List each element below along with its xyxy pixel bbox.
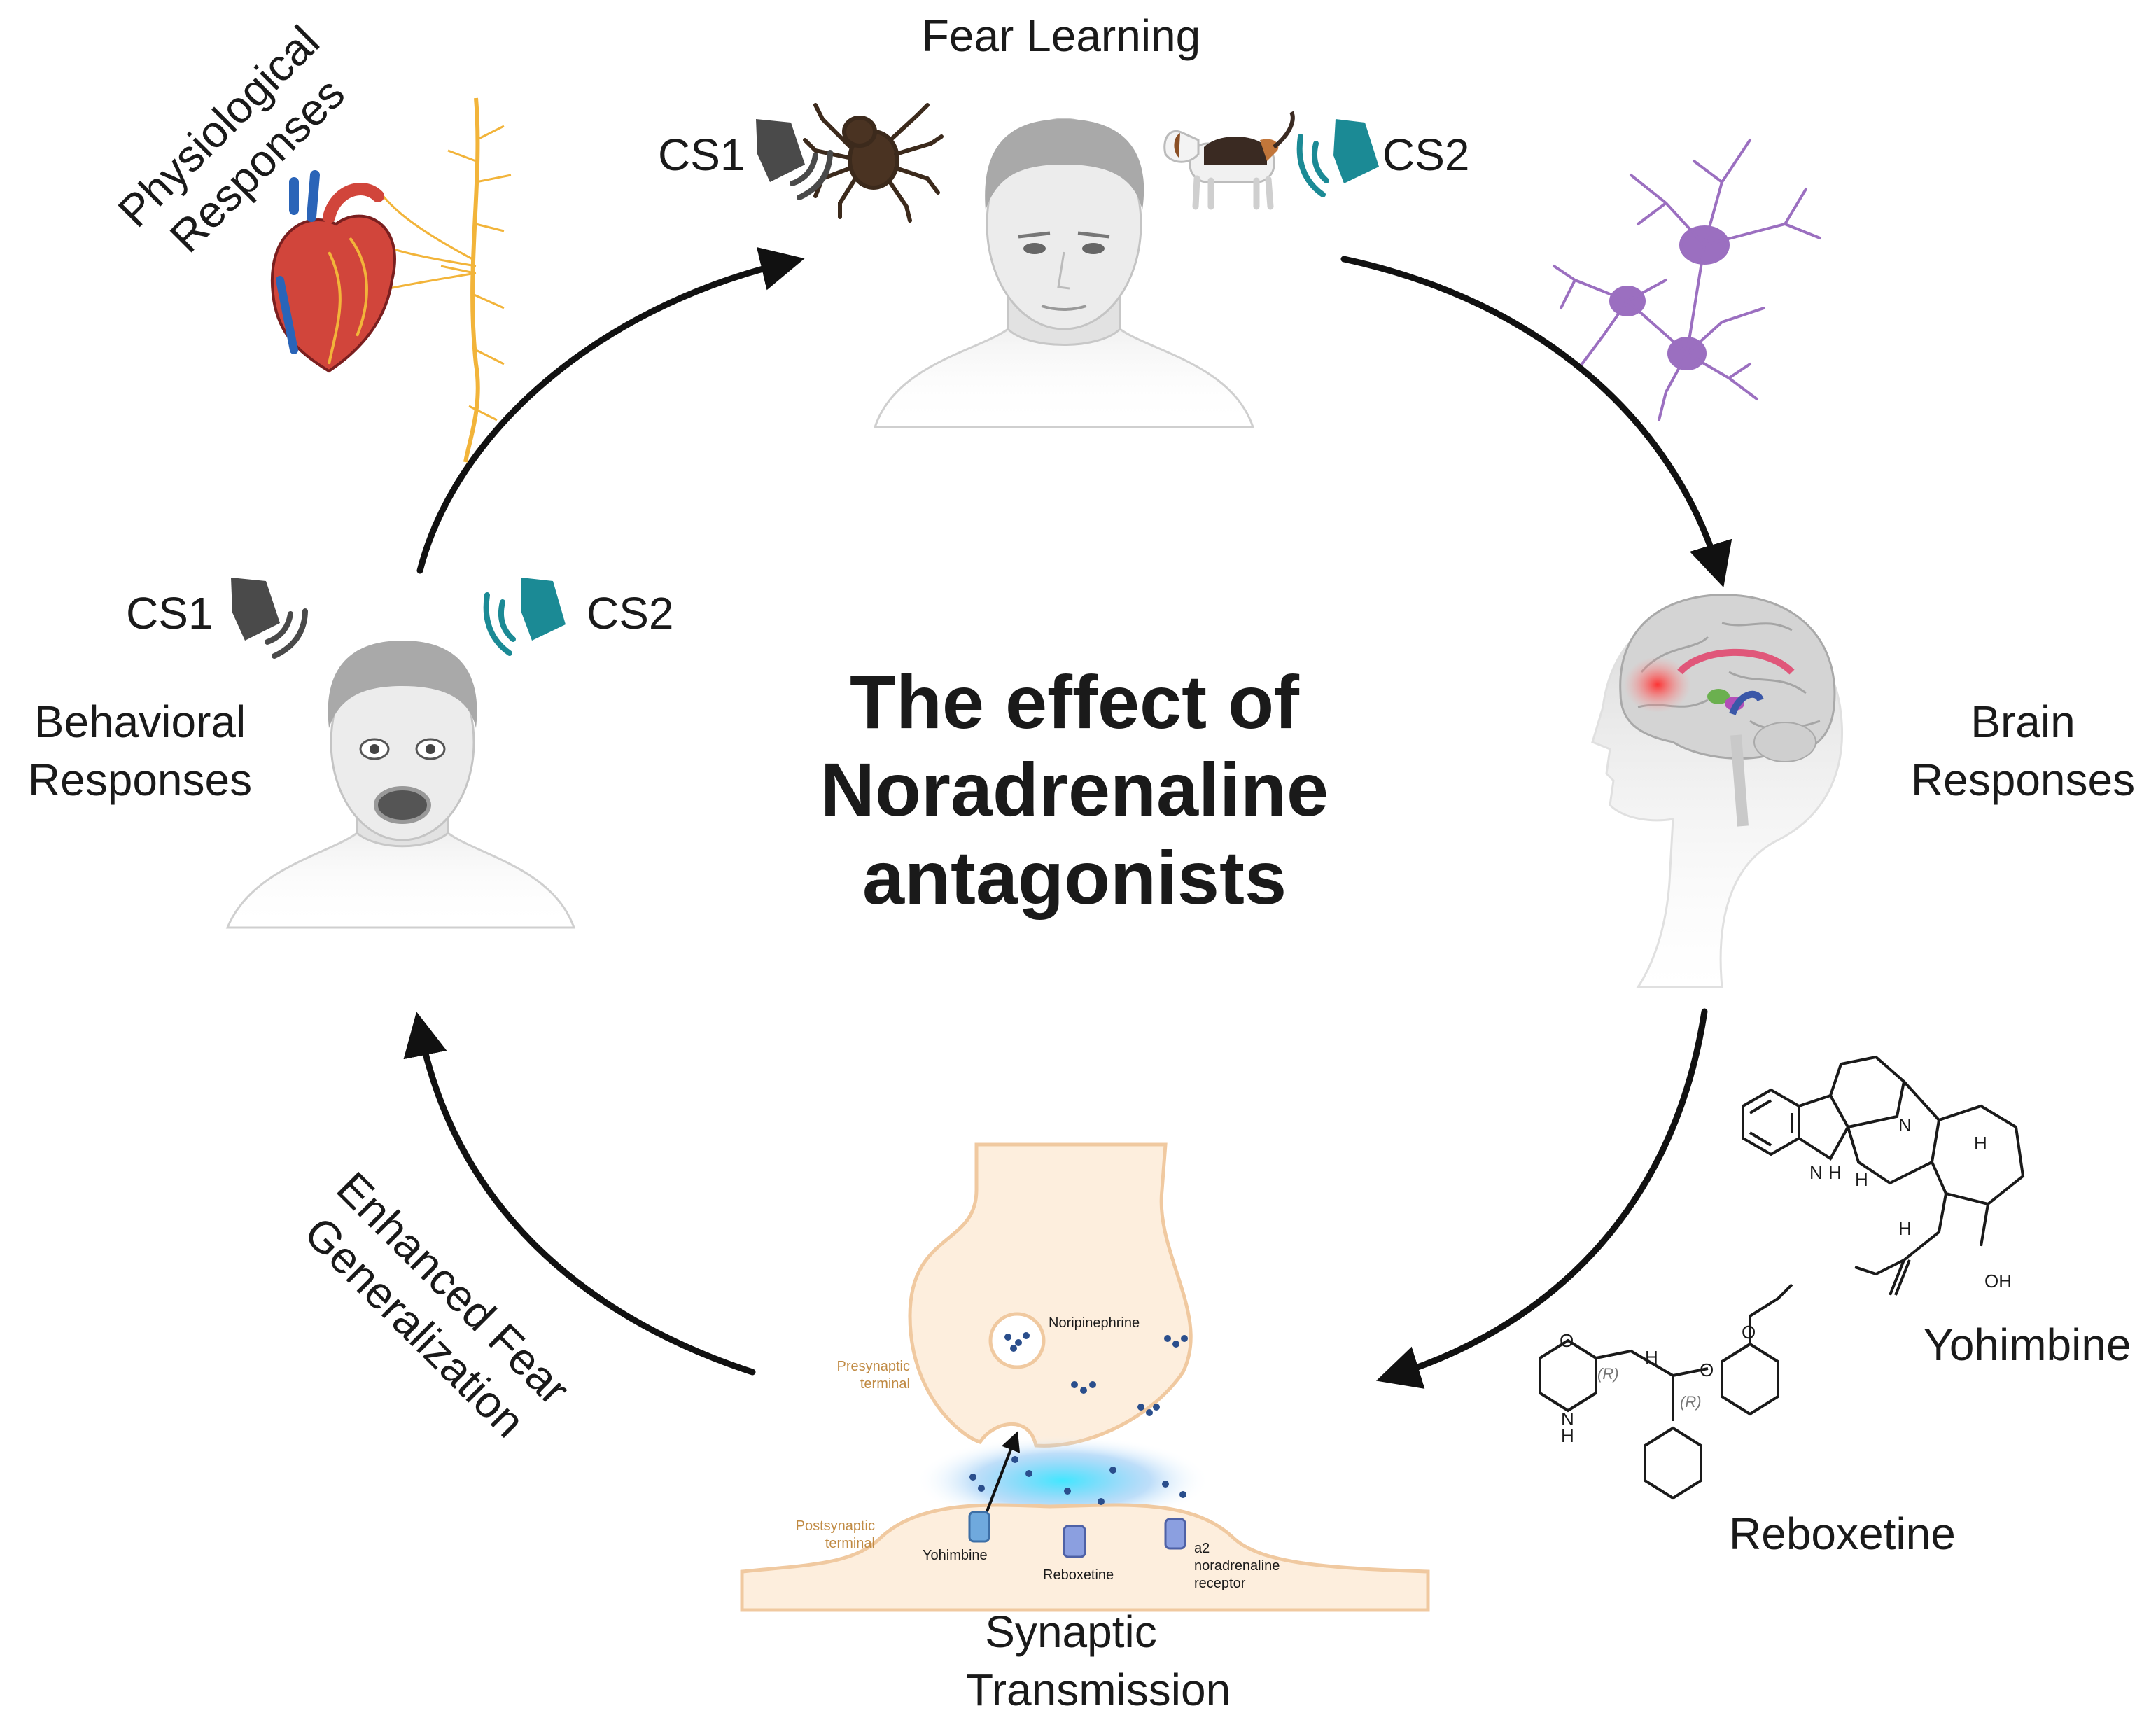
yohimbine-name: Yohimbine — [1924, 1320, 2132, 1370]
reboxetine-name: Reboxetine — [1729, 1509, 1956, 1559]
synapse-postsynaptic-label: Postsynaptic terminal — [795, 1518, 875, 1551]
reboxetine-atom-o-ethoxy: O — [1742, 1322, 1756, 1343]
reboxetine-structure — [1539, 1283, 1793, 1500]
dog-icon — [1163, 111, 1295, 210]
reboxetine-atom-o-ether: O — [1700, 1359, 1714, 1380]
neurons-illustration — [1553, 139, 1821, 421]
cs1-label-top: CS1 — [658, 130, 746, 180]
synapse-yohimbine-label: Yohimbine — [923, 1548, 988, 1563]
yohimbine-atom-h1: H — [1855, 1169, 1868, 1190]
behavioral-head — [225, 641, 576, 929]
bell-icon-cs2-top — [1296, 119, 1379, 197]
yohimbine-atom-h3: H — [1898, 1218, 1912, 1239]
yohimbine-atom-oh: OH — [1984, 1271, 2012, 1292]
arrow-bottom-to-left — [403, 1012, 756, 1376]
cs2-label-left: CS2 — [587, 588, 674, 638]
reboxetine-stereo-r1: (R) — [1597, 1365, 1619, 1383]
cs2-label-top: CS2 — [1382, 130, 1470, 180]
brain-head-profile — [1591, 594, 1843, 988]
reboxetine-atom-n-h: H — [1561, 1425, 1574, 1446]
synapse-receptor-label: a2 noradrenaline receptor — [1194, 1541, 1280, 1591]
spider-icon — [803, 103, 944, 223]
cs1-label-left: CS1 — [126, 588, 214, 638]
heart-and-nerve-illustration — [270, 97, 512, 463]
stage-label-brain: Brain Responses — [1910, 697, 2136, 806]
yohimbine-atom-nh-n: N — [1809, 1162, 1823, 1183]
bell-icon-cs1-top — [756, 119, 833, 200]
reboxetine-atom-h: H — [1645, 1347, 1658, 1368]
synapse-reboxetine-label: Reboxetine — [1043, 1567, 1114, 1583]
page-title: The effect of Noradrenaline antagonists — [820, 659, 1329, 920]
yohimbine-atom-n: N — [1898, 1114, 1912, 1135]
stage-label-fear-learning: Fear Learning — [921, 11, 1201, 61]
stage-label-synaptic: Synaptic Transmission — [966, 1607, 1231, 1716]
yohimbine-atom-nh-h: H — [1828, 1162, 1842, 1183]
synapse-illustration — [740, 1142, 1430, 1612]
bell-icon-cs1-left — [231, 578, 308, 659]
reboxetine-atom-n: N — [1561, 1408, 1574, 1429]
reboxetine-stereo-r2: (R) — [1680, 1393, 1702, 1411]
synapse-noripinephrine-label: Noripinephrine — [1049, 1315, 1140, 1331]
bell-icon-cs2-left — [483, 578, 566, 656]
yohimbine-structure — [1742, 1055, 2025, 1296]
stage-label-behavioral: Behavioral Responses — [27, 697, 253, 806]
fear-learning-head — [873, 118, 1255, 428]
cycle-arrows — [403, 247, 1732, 1389]
reboxetine-atom-o-ring: O — [1560, 1330, 1574, 1351]
arrow-left-to-top — [416, 247, 805, 574]
synapse-presynaptic-label: Presynaptic terminal — [836, 1359, 911, 1392]
yohimbine-atom-h2: H — [1974, 1133, 1987, 1154]
arrow-top-to-right — [1340, 256, 1732, 588]
arrow-right-to-bottom — [1376, 1008, 1708, 1389]
